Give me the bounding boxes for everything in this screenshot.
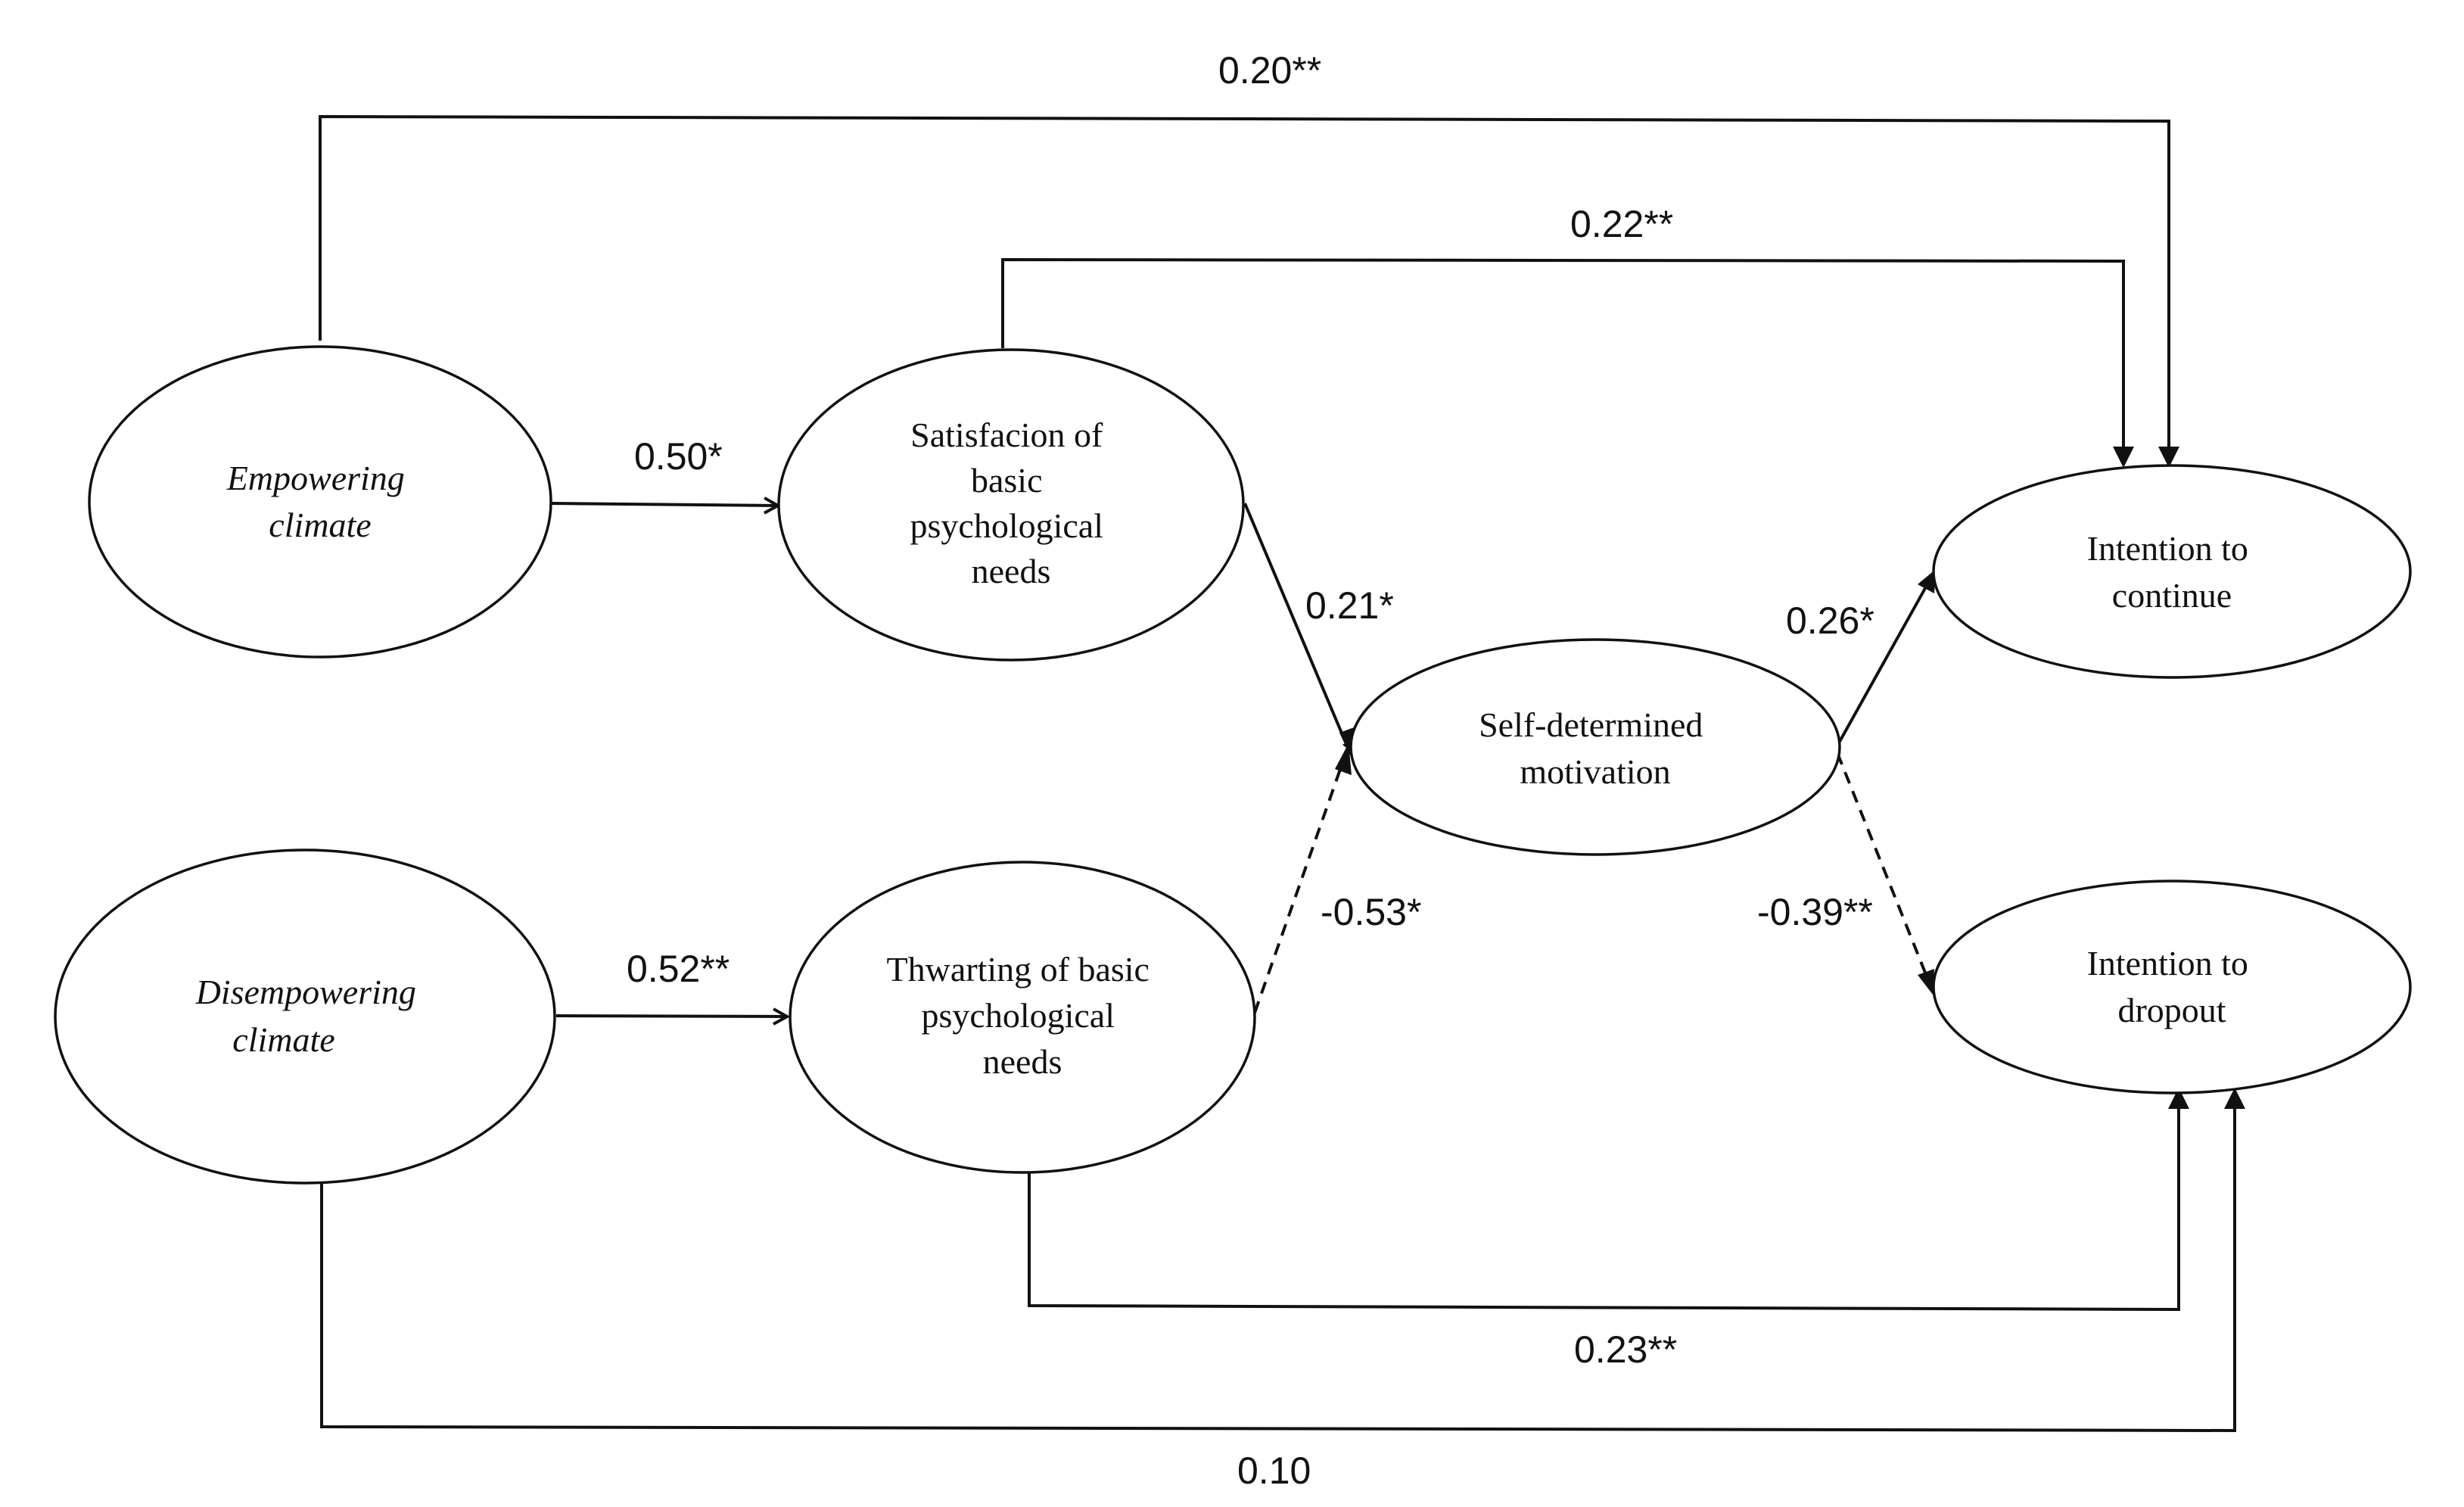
node-intention-dropout: Intention to dropout — [1932, 880, 2412, 1094]
node-satisfaction-label-4: needs — [972, 552, 1051, 590]
node-satisfaction-label-2: basic — [971, 461, 1043, 500]
node-disempowering-climate: Disempowering climate — [54, 848, 556, 1185]
arrowhead-motivation-continue — [1918, 569, 1936, 593]
svg-text:Empowering climate: Empowering climate — [226, 459, 414, 544]
node-motivation-label-1: Self-determined — [1479, 705, 1703, 744]
svg-text:Self-determined motivati: Self-determined motivation — [1479, 705, 1712, 791]
path-thwarting-dropout-line — [1028, 1101, 2180, 1312]
path-empowering-satisfaction-line — [549, 503, 778, 506]
path-empowering-continue-line — [319, 114, 2173, 455]
path-disempowering-dropout-line — [320, 1101, 2236, 1433]
node-thwarting-label-2: psychological — [922, 996, 1115, 1035]
arrowhead-empowering-continue — [2158, 447, 2179, 468]
coef-disempowering-thwarting: 0.52** — [627, 948, 730, 990]
node-thwarting-needs: Thwarting of basic psychological needs — [789, 861, 1256, 1174]
coef-disempowering-dropout: 0.10 — [1237, 1449, 1311, 1492]
node-empowering-label-2: climate — [269, 506, 371, 544]
node-continue-label-1: Intention to — [2087, 529, 2248, 568]
coef-empowering-continue: 0.20** — [1218, 49, 1321, 92]
arrowhead-thwarting-motivation — [1335, 743, 1352, 775]
coef-thwarting-motivation: -0.53* — [1321, 891, 1421, 933]
node-empowering-label-1: Empowering — [226, 459, 405, 497]
node-continue-label-2: continue — [2112, 576, 2232, 615]
coef-empowering-satisfaction: 0.50* — [634, 435, 723, 478]
coef-satisfaction-motivation: 0.21* — [1305, 584, 1394, 627]
svg-text:Thwarting of basic psych: Thwarting of basic psychological needs — [887, 950, 1159, 1081]
path-satisfaction-motivation-line — [1243, 503, 1350, 750]
arrowhead-satisfaction-continue — [2113, 447, 2134, 468]
node-empowering-climate: Empowering climate — [88, 345, 552, 659]
path-disempowering-thwarting-line — [555, 1016, 787, 1017]
node-dropout-label-1: Intention to — [2087, 944, 2248, 982]
node-motivation-label-2: motivation — [1520, 752, 1670, 791]
arrowhead-thwarting-dropout — [2168, 1088, 2189, 1109]
node-satisfaction-needs: Satisfacion of basic psychological needs — [777, 348, 1245, 662]
node-thwarting-label-3: needs — [983, 1042, 1062, 1081]
coef-satisfaction-continue: 0.22** — [1570, 203, 1673, 245]
path-thwarting-motivation-line — [1253, 760, 1345, 1013]
node-disempowering-label-1: Disempowering — [195, 973, 416, 1011]
path-motivation-continue-line — [1836, 582, 1930, 746]
node-satisfaction-label-1: Satisfacion of — [910, 416, 1103, 454]
svg-text:Satisfacion of basic: Satisfacion of basic psychological needs — [910, 416, 1112, 590]
coef-motivation-dropout: -0.39** — [1757, 891, 1873, 933]
svg-text:Intention to dropout: Intention to dropout — [2087, 944, 2257, 1029]
node-self-determined-motivation: Self-determined motivation — [1349, 638, 1841, 856]
node-thwarting-label-1: Thwarting of basic — [887, 950, 1150, 989]
node-satisfaction-label-3: psychological — [910, 506, 1104, 545]
coef-motivation-continue: 0.26* — [1786, 599, 1874, 642]
path-motivation-dropout-line — [1836, 752, 1928, 977]
node-dropout-label-2: dropout — [2117, 991, 2226, 1029]
arrowhead-motivation-dropout — [1918, 969, 1934, 995]
coef-thwarting-dropout: 0.23** — [1574, 1328, 1677, 1371]
node-intention-continue: Intention to continue — [1932, 464, 2412, 679]
svg-text:Intention to continue: Intention to continue — [2087, 529, 2257, 615]
node-disempowering-label-2: climate — [232, 1020, 334, 1059]
arrowhead-disempowering-dropout — [2224, 1088, 2245, 1109]
svg-text:Disempowering climate: Disempowering climate — [195, 973, 425, 1059]
path-satisfaction-continue-line — [1001, 257, 2125, 454]
